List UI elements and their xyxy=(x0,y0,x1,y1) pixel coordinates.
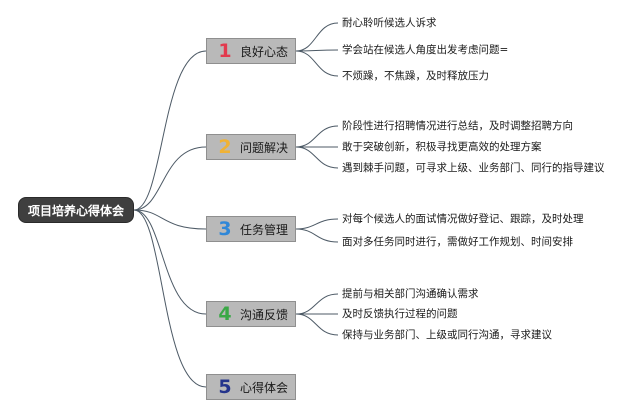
branch-3-to-leaf-1-line xyxy=(295,218,339,230)
branch-node-2[interactable]: 2 问题解决 xyxy=(206,134,296,160)
leaf-1-3: 不烦躁，不焦躁，及时释放压力 xyxy=(342,70,489,82)
leaf-2-1: 阶段性进行招聘情况进行总结，及时调整招聘方向 xyxy=(342,120,573,132)
leaf-1-2: 学会站在候选人角度出发考虑问题= xyxy=(342,44,509,56)
branch-label-3: 任务管理 xyxy=(240,222,289,237)
branch-node-4[interactable]: 4 沟通反馈 xyxy=(206,301,296,327)
branch-number-2: 2 xyxy=(218,135,232,158)
branch-3-to-leaf-2-line xyxy=(295,228,339,243)
branch-label-5: 心得体会 xyxy=(240,380,289,395)
root-to-branch-5-line xyxy=(133,209,207,388)
branch-number-3: 3 xyxy=(218,217,232,240)
root-to-branch-4-line xyxy=(133,209,207,315)
root-to-branch-1-line xyxy=(133,50,207,211)
branch-label-2: 问题解决 xyxy=(240,140,289,155)
leaf-3-2: 面对多任务同时进行，需做好工作规划、时间安排 xyxy=(342,236,573,248)
root-to-branch-2-line xyxy=(133,146,207,211)
branch-number-1: 1 xyxy=(218,39,232,62)
leaf-4-2: 及时反馈执行过程的问题 xyxy=(342,308,458,320)
leaf-4-1: 提前与相关部门沟通确认需求 xyxy=(342,288,479,300)
branch-node-1[interactable]: 1 良好心态 xyxy=(206,38,296,64)
leaf-2-3: 遇到棘手问题，可寻求上级、业务部门、同行的指导建议 xyxy=(342,162,605,174)
branch-4-to-leaf-3-line xyxy=(295,313,339,336)
branch-2-to-leaf-1-line xyxy=(295,125,339,148)
branch-label-4: 沟通反馈 xyxy=(240,307,289,322)
branch-number-4: 4 xyxy=(218,302,232,325)
branch-1-to-leaf-3-line xyxy=(295,50,339,77)
branch-node-3[interactable]: 3 任务管理 xyxy=(206,216,296,242)
leaf-3-1: 对每个候选人的面试情况做好登记、跟踪，及时处理 xyxy=(342,213,584,225)
branch-label-1: 良好心态 xyxy=(240,44,289,59)
leaf-4-3: 保持与业务部门、上级或同行沟通，寻求建议 xyxy=(342,329,552,341)
root-to-branch-3-line xyxy=(133,209,207,230)
branch-number-5: 5 xyxy=(218,375,232,398)
root-node[interactable]: 项目培养心得体会 xyxy=(18,197,134,223)
branch-node-5[interactable]: 5 心得体会 xyxy=(206,374,296,400)
leaf-2-2: 敢于突破创新，积极寻找更高效的处理方案 xyxy=(342,141,542,153)
root-label: 项目培养心得体会 xyxy=(27,203,124,218)
branch-4-to-leaf-1-line xyxy=(295,293,339,315)
leaf-1-1: 耐心聆听候选人诉求 xyxy=(342,17,437,29)
branch-1-to-leaf-1-line xyxy=(295,22,339,52)
branch-2-to-leaf-3-line xyxy=(295,146,339,169)
